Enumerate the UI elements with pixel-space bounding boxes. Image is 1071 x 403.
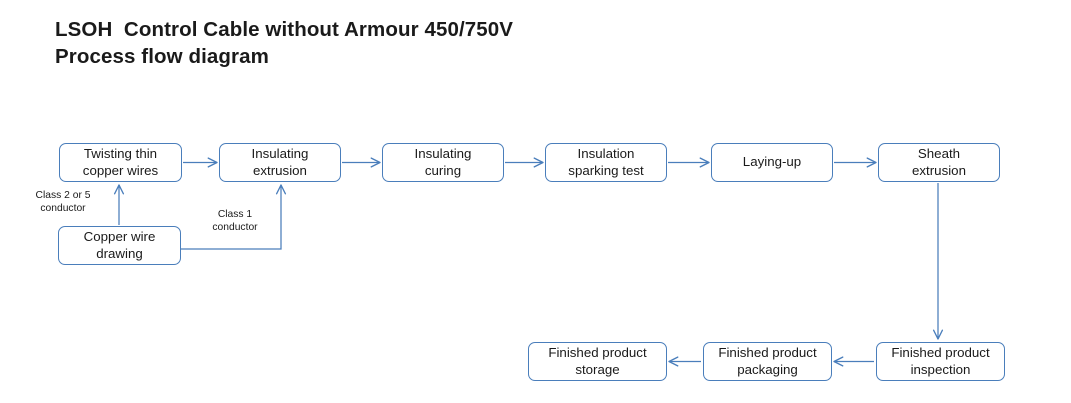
diagram-title: LSOH Control Cable without Armour 450/75…	[55, 16, 755, 70]
node-label: Laying-up	[742, 154, 802, 170]
title-line-1: LSOH Control Cable without Armour 450/75…	[55, 18, 514, 41]
title-line-2: Process flow diagram	[55, 45, 269, 68]
node-laying-up[interactable]: Laying-up	[711, 143, 833, 182]
